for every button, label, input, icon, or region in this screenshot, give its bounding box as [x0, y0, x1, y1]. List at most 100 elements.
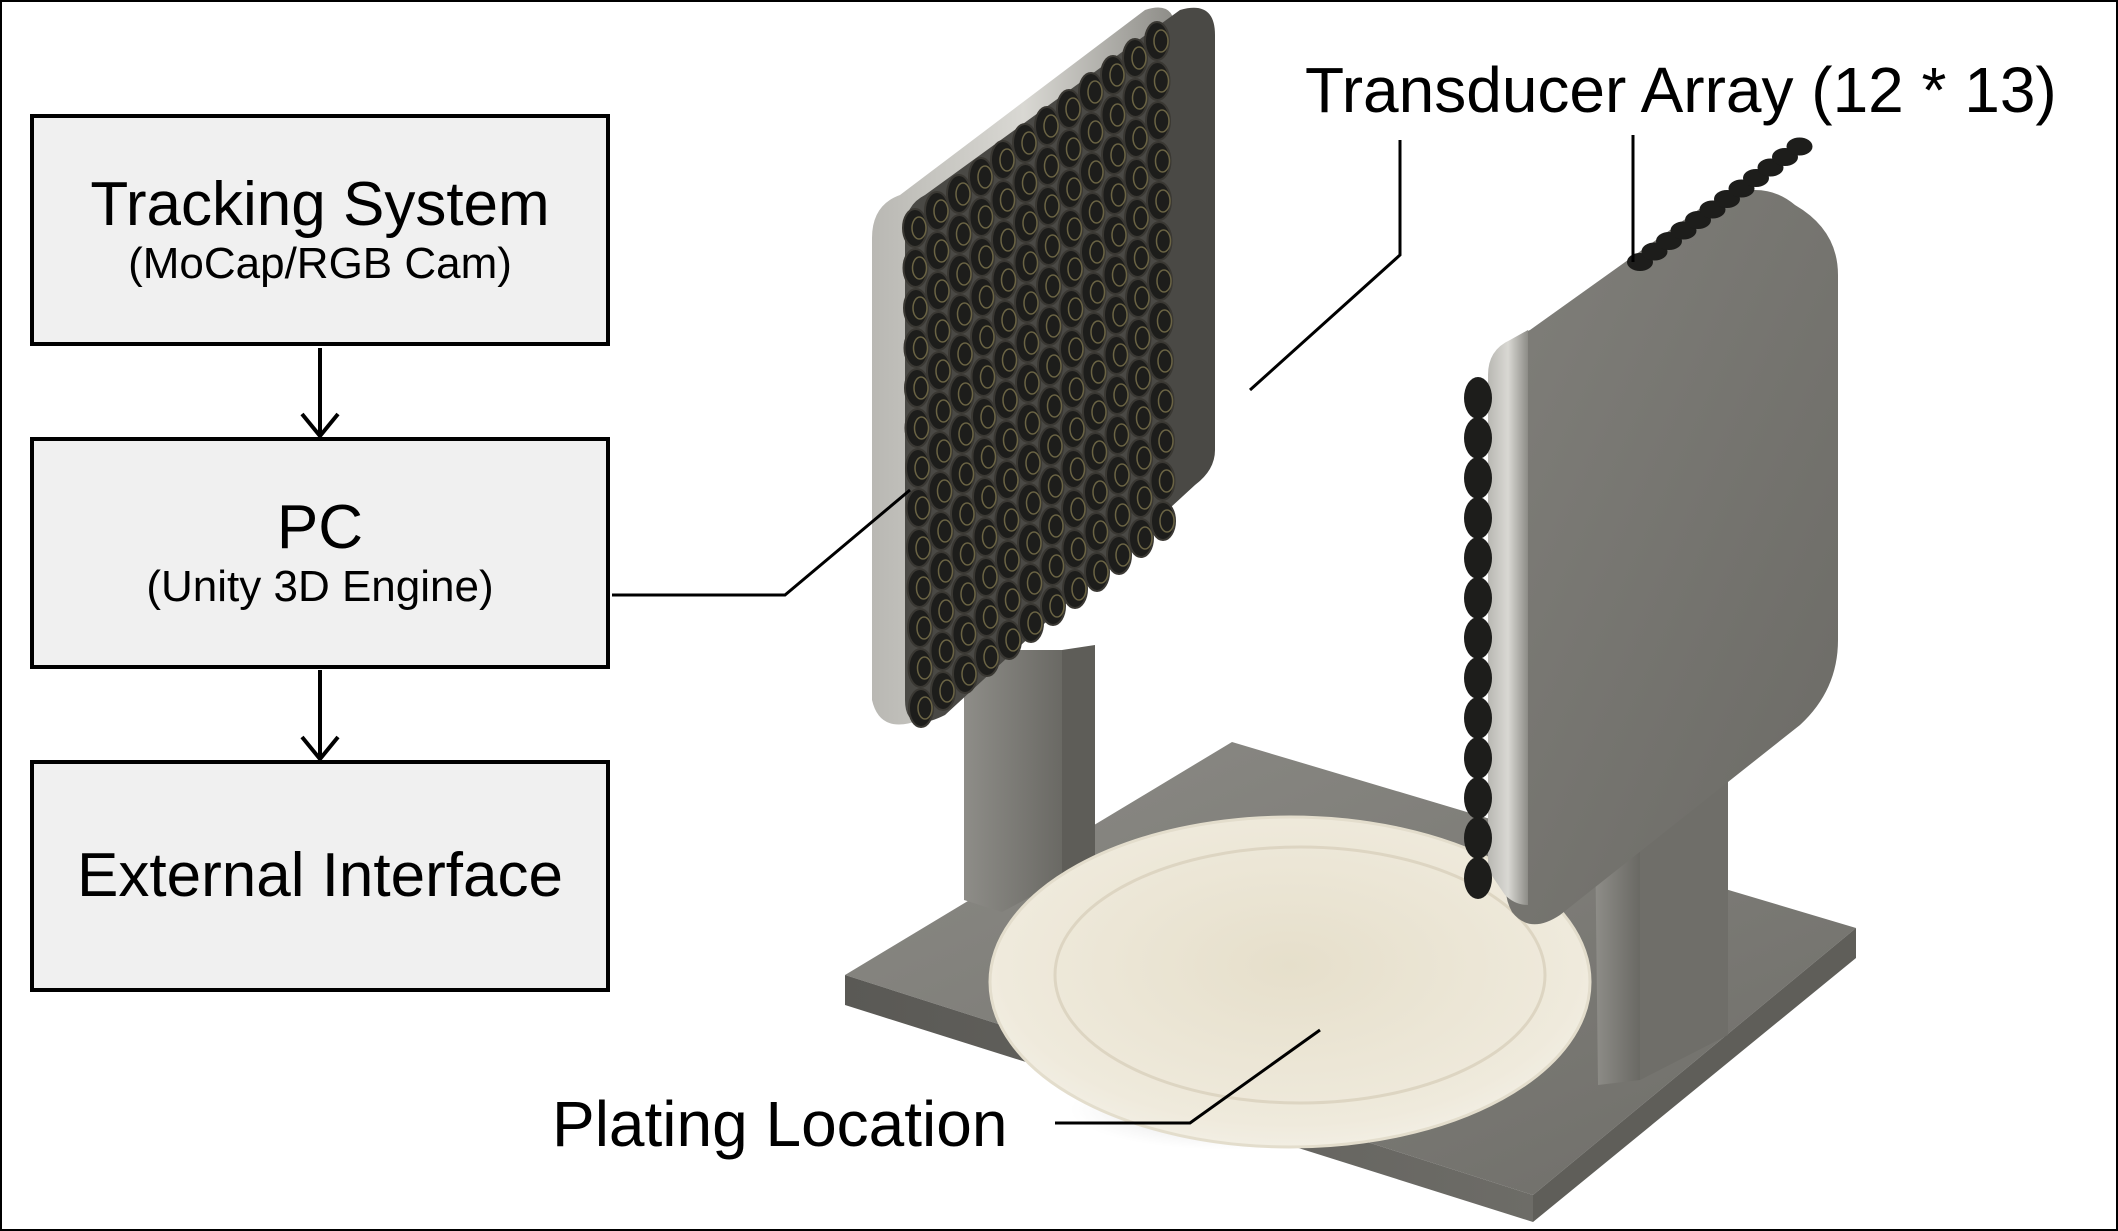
transducer-element: [1464, 577, 1492, 619]
transducer-element: [904, 368, 930, 408]
transducer-element: [1101, 135, 1127, 175]
transducer-element: [1106, 535, 1132, 575]
plating-location-label: Plating Location: [552, 1088, 1008, 1160]
transducer-element: [1105, 495, 1132, 535]
transducer-element: [1464, 817, 1492, 859]
transducer-element: [1126, 398, 1153, 438]
transducer-element: [926, 391, 953, 431]
transducer-element: [907, 608, 933, 648]
transducer-element: [1124, 198, 1150, 238]
transducer-element: [1464, 857, 1492, 899]
transducer-element: [1080, 232, 1106, 272]
transducer-element: [928, 511, 954, 551]
transducer-element: [930, 671, 956, 711]
transducer-element: [1102, 215, 1128, 255]
transducer-element: [1146, 181, 1172, 221]
transducer-element: [947, 254, 973, 294]
transducer-element: [1059, 329, 1085, 369]
transducer-element: [949, 454, 976, 494]
leader-lines: [612, 135, 1635, 1125]
transducer-element: [969, 277, 996, 317]
transducer-element: [991, 220, 1017, 260]
transducer-element: [1082, 432, 1109, 472]
transducer-element: [928, 551, 955, 591]
transducer-element: [952, 654, 978, 694]
transducer-element: [1057, 169, 1083, 209]
plate: [988, 815, 1592, 1149]
transducer-element: [946, 214, 973, 254]
transducer-element: [1016, 483, 1043, 523]
transducer-element: [994, 460, 1020, 500]
transducer-element: [1037, 346, 1063, 386]
transducer-element: [1058, 289, 1085, 329]
transducer-element: [1061, 529, 1088, 569]
transducer-element: [992, 300, 1018, 340]
transducer-element: [971, 437, 998, 477]
transducer-element: [1040, 586, 1066, 626]
transducer-element: [1125, 318, 1152, 358]
transducer-array-label: Transducer Array (12 * 13): [1305, 54, 2057, 126]
transducer-element: [1145, 141, 1172, 181]
transducer-element: [1464, 737, 1492, 779]
transducer-element: [973, 597, 1000, 637]
transducer-element: [948, 374, 975, 414]
transducer-element: [950, 494, 976, 534]
transducer-element: [1127, 438, 1153, 478]
transducer-element: [990, 140, 1016, 180]
tracking-system-title: Tracking System: [90, 169, 550, 239]
pc-block: PC (Unity 3D Engine): [30, 437, 610, 669]
transducer-element: [1464, 537, 1492, 579]
transducer-element: [1104, 375, 1130, 415]
transducer-element: [903, 288, 929, 328]
transducer-element: [1123, 158, 1150, 198]
transducer-element: [995, 540, 1021, 580]
transducer-element: [948, 334, 974, 374]
transducer-element: [1038, 466, 1065, 506]
transducer-element: [925, 311, 952, 351]
transducer-element: [1039, 546, 1066, 586]
transducer-element: [1057, 209, 1084, 249]
transducer-element: [1101, 175, 1128, 215]
transducer-element: [973, 557, 999, 597]
transducer-element: [1012, 123, 1038, 163]
transducer-element: [1144, 21, 1170, 61]
transducer-element: [970, 357, 997, 397]
transducer-element: [1013, 243, 1040, 283]
transducer-element: [1464, 697, 1492, 739]
transducer-element: [1015, 363, 1041, 403]
transducer-element: [1035, 186, 1061, 226]
transducer-element: [1082, 392, 1108, 432]
transducer-element: [927, 431, 953, 471]
transducer-array-right: [1464, 137, 1813, 899]
transducer-element: [927, 471, 954, 511]
transducer-element: [971, 397, 997, 437]
plating-leader: [1055, 1028, 1321, 1125]
transducer-element: [1147, 261, 1173, 301]
transducer-element: [950, 534, 977, 574]
transducer-element: [1014, 283, 1040, 323]
transducer-element: [1148, 341, 1174, 381]
transducer-element: [1124, 238, 1151, 278]
transducer-element: [1147, 301, 1174, 341]
transducer-element: [1013, 203, 1039, 243]
transducer-element: [1079, 152, 1105, 192]
transducer-element: [1061, 489, 1087, 529]
transducer-element: [972, 517, 999, 557]
transducer-element: [947, 294, 974, 334]
transducer-element: [904, 408, 931, 448]
transducer-element: [968, 157, 994, 197]
transducer-element: [1102, 255, 1129, 295]
transducer-element: [1083, 472, 1109, 512]
transducer-element: [1150, 501, 1176, 541]
transducer-element: [992, 340, 1019, 380]
external-interface-title: External Interface: [77, 840, 563, 910]
transducer-element: [968, 197, 995, 237]
pc-to-array-leader: [612, 488, 911, 597]
transducer-element: [951, 614, 978, 654]
transducer-element: [1060, 409, 1086, 449]
transducer-element: [974, 637, 1000, 677]
transducer-element: [1062, 569, 1088, 609]
transducer-element: [1464, 457, 1492, 499]
